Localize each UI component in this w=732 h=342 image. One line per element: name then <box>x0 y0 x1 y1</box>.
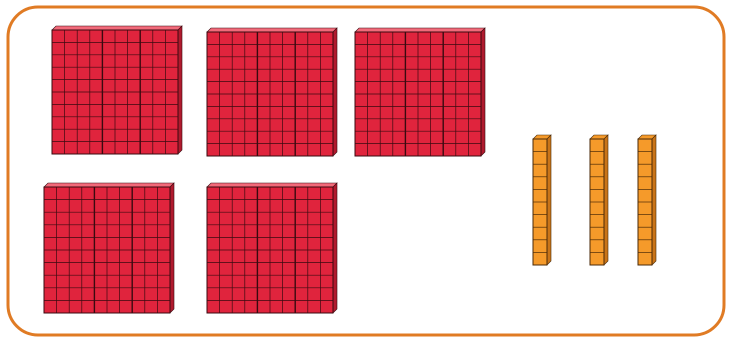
hundred-flat-3 <box>355 28 485 156</box>
ten-rod-2-side-face <box>604 135 608 265</box>
hundred-flat-2-top-face <box>207 28 337 32</box>
hundred-flat-2-side-face <box>333 28 337 156</box>
hundred-flat-4-top-face <box>44 183 174 187</box>
hundred-flat-3-top-face <box>355 28 485 32</box>
hundred-flat-4-side-face <box>170 183 174 313</box>
ten-rod-1 <box>533 135 551 265</box>
hundred-flat-1 <box>52 26 182 154</box>
hundred-flat-5 <box>207 183 337 313</box>
ten-rod-3 <box>638 135 656 265</box>
hundred-flat-1-side-face <box>178 26 182 154</box>
hundred-flat-5-side-face <box>333 183 337 313</box>
hundred-flat-5-top-face <box>207 183 337 187</box>
ten-rod-1-side-face <box>547 135 551 265</box>
hundred-flat-4 <box>44 183 174 313</box>
ten-rod-2 <box>590 135 608 265</box>
hundred-flat-1-top-face <box>52 26 182 30</box>
hundred-flat-3-side-face <box>481 28 485 156</box>
hundred-flat-2 <box>207 28 337 156</box>
ten-rod-3-side-face <box>652 135 656 265</box>
